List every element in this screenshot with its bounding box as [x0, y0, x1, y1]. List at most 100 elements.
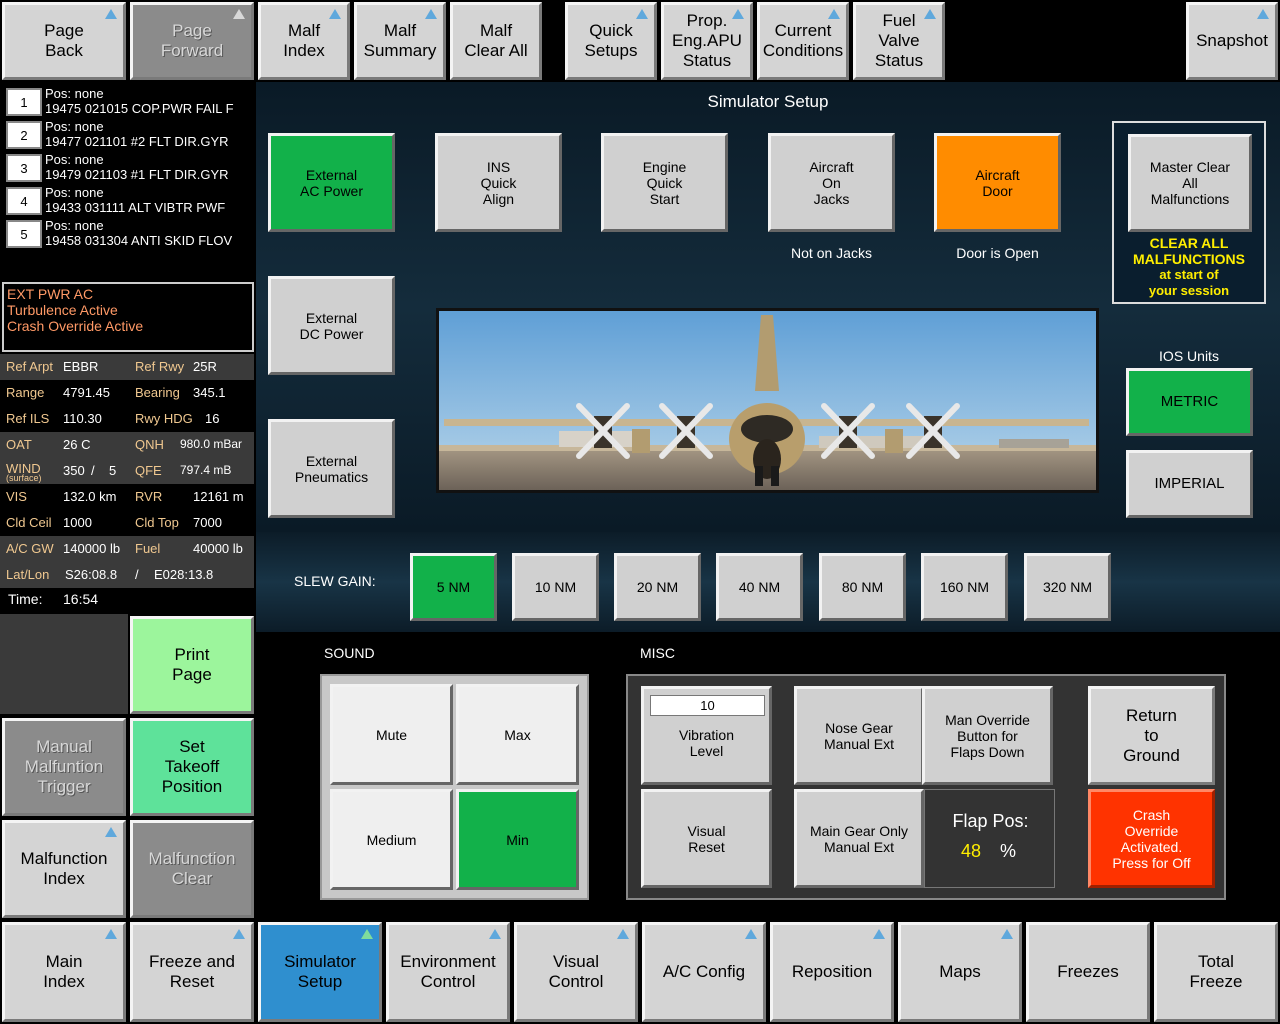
- dropdown-triangle-icon: [617, 929, 629, 939]
- visual-reset-label: Visual Reset: [687, 822, 726, 855]
- aircraft-door-label: Aircraft Door: [975, 166, 1020, 199]
- return-to-ground-button[interactable]: Return to Ground: [1088, 686, 1215, 785]
- slew-10nm-button[interactable]: 10 NM: [512, 553, 599, 621]
- dropdown-triangle-icon: [361, 929, 373, 939]
- slew-40nm-button[interactable]: 40 NM: [716, 553, 803, 621]
- medium-button[interactable]: Medium: [330, 789, 453, 890]
- maps-tab[interactable]: Maps: [898, 922, 1022, 1022]
- clear-note-line: CLEAR ALL: [1149, 235, 1229, 251]
- malf-clear-all-button[interactable]: Malf Clear All: [450, 2, 542, 80]
- clear-all-note: CLEAR ALL MALFUNCTIONS at start of your …: [1114, 235, 1264, 299]
- fuel-valve-status-button[interactable]: Fuel Valve Status: [853, 2, 945, 80]
- slew-160nm-button[interactable]: 160 NM: [921, 553, 1008, 621]
- mute-label: Mute: [375, 726, 408, 743]
- main-index-tab[interactable]: Main Index: [2, 922, 126, 1022]
- vibration-level-control[interactable]: 10 Vibration Level: [641, 686, 772, 785]
- ref-ils-value: 110.30: [63, 411, 102, 426]
- current-conditions-button[interactable]: Current Conditions: [757, 2, 849, 80]
- snapshot-button[interactable]: Snapshot: [1186, 2, 1278, 80]
- ins-quick-align-button[interactable]: INS Quick Align: [435, 133, 562, 232]
- rwy-hdg-label: Rwy HDG: [135, 411, 193, 426]
- crash-override-button[interactable]: Crash Override Activated. Press for Off: [1088, 789, 1215, 888]
- dropdown-triangle-icon: [873, 929, 885, 939]
- gw-value: 140000 lb: [63, 541, 121, 556]
- master-clear-button[interactable]: Master Clear All Malfunctions: [1128, 134, 1252, 232]
- slew-80nm-button[interactable]: 80 NM: [819, 553, 906, 621]
- malfunction-clear-label: Malfunction Clear: [148, 849, 236, 888]
- malf-number[interactable]: 5: [6, 220, 42, 248]
- external-ac-power-button[interactable]: External AC Power: [268, 133, 395, 232]
- ac-config-tab[interactable]: A/C Config: [642, 922, 766, 1022]
- info-row: A/C GW 140000 lb Fuel 40000 lb: [0, 536, 254, 562]
- malf-index-button[interactable]: Malf Index: [258, 2, 350, 80]
- status-line: Crash Override Active: [7, 318, 144, 334]
- nose-gear-manual-ext-button[interactable]: Nose Gear Manual Ext: [794, 686, 924, 785]
- vibration-level-input[interactable]: 10: [650, 695, 765, 716]
- page-back-button[interactable]: Page Back: [2, 2, 126, 80]
- freeze-and-reset-label: Freeze and Reset: [149, 952, 235, 991]
- visual-reset-button[interactable]: Visual Reset: [641, 789, 772, 888]
- quick-setups-button[interactable]: Quick Setups: [565, 2, 657, 80]
- qnh-label: QNH: [135, 437, 164, 452]
- man-override-flaps-down-button[interactable]: Man Override Button for Flaps Down: [922, 686, 1053, 785]
- visual-control-tab[interactable]: Visual Control: [514, 922, 638, 1022]
- malf-number[interactable]: 1: [6, 88, 42, 116]
- mute-button[interactable]: Mute: [330, 684, 453, 785]
- manual-malfunction-trigger-button[interactable]: Manual Malfuntion Trigger: [2, 718, 126, 816]
- malfunction-index-button[interactable]: Malfunction Index: [2, 820, 126, 918]
- malf-desc: 19458 031304 ANTI SKID FLOV: [45, 233, 233, 248]
- total-freeze-tab[interactable]: Total Freeze: [1154, 922, 1278, 1022]
- page-forward-button[interactable]: Page Forward: [130, 2, 254, 80]
- slew-5nm-button[interactable]: 5 NM: [410, 553, 497, 621]
- malf-number[interactable]: 2: [6, 121, 42, 149]
- malf-desc: 19475 021015 COP.PWR FAIL F: [45, 101, 234, 116]
- malf-desc: 19477 021101 #2 FLT DIR.GYR: [45, 134, 229, 149]
- freezes-label: Freezes: [1057, 962, 1119, 981]
- malfunction-clear-button[interactable]: Malfunction Clear: [130, 820, 254, 918]
- imperial-button[interactable]: IMPERIAL: [1126, 450, 1253, 518]
- reposition-tab[interactable]: Reposition: [770, 922, 894, 1022]
- quick-setups-label: Quick Setups: [584, 21, 638, 60]
- set-takeoff-position-button[interactable]: Set Takeoff Position: [130, 718, 254, 816]
- slew-20nm-button[interactable]: 20 NM: [614, 553, 701, 621]
- malf-summary-button[interactable]: Malf Summary: [354, 2, 446, 80]
- min-button[interactable]: Min: [456, 789, 579, 890]
- wind-separator: /: [91, 463, 95, 478]
- engine-quick-start-button[interactable]: Engine Quick Start: [601, 133, 728, 232]
- fuel-value: 40000 lb: [193, 541, 243, 556]
- main-gear-label: Main Gear Only Manual Ext: [809, 822, 909, 855]
- malf-pos: Pos: none: [45, 119, 104, 134]
- aircraft-on-jacks-button[interactable]: Aircraft On Jacks: [768, 133, 895, 232]
- prop-eng-apu-status-button[interactable]: Prop. Eng.APU Status: [661, 2, 753, 80]
- environment-control-tab[interactable]: Environment Control: [386, 922, 510, 1022]
- malf-number[interactable]: 3: [6, 154, 42, 182]
- dropdown-triangle-icon: [745, 929, 757, 939]
- external-dc-power-button[interactable]: External DC Power: [268, 276, 395, 375]
- external-pneumatics-button[interactable]: External Pneumatics: [268, 419, 395, 518]
- malf-pos: Pos: none: [45, 218, 104, 233]
- freeze-and-reset-tab[interactable]: Freeze and Reset: [130, 922, 254, 1022]
- dropdown-triangle-icon: [1001, 929, 1013, 939]
- print-page-button[interactable]: Print Page: [130, 616, 254, 714]
- metric-button[interactable]: METRIC: [1126, 368, 1253, 436]
- freezes-tab[interactable]: Freezes: [1026, 922, 1150, 1022]
- ac-config-label: A/C Config: [662, 962, 746, 981]
- slew-320nm-button[interactable]: 320 NM: [1024, 553, 1111, 621]
- empty-slot: [0, 614, 128, 714]
- malf-summary-label: Malf Summary: [363, 21, 437, 60]
- master-clear-box: Master Clear All Malfunctions CLEAR ALL …: [1112, 121, 1266, 304]
- dropdown-triangle-icon: [924, 9, 936, 19]
- main-gear-manual-ext-button[interactable]: Main Gear Only Manual Ext: [794, 789, 924, 888]
- malf-number[interactable]: 4: [6, 187, 42, 215]
- max-button[interactable]: Max: [456, 684, 579, 785]
- simulator-setup-tab[interactable]: Simulator Setup: [258, 922, 382, 1022]
- aircraft-door-button[interactable]: Aircraft Door: [934, 133, 1061, 232]
